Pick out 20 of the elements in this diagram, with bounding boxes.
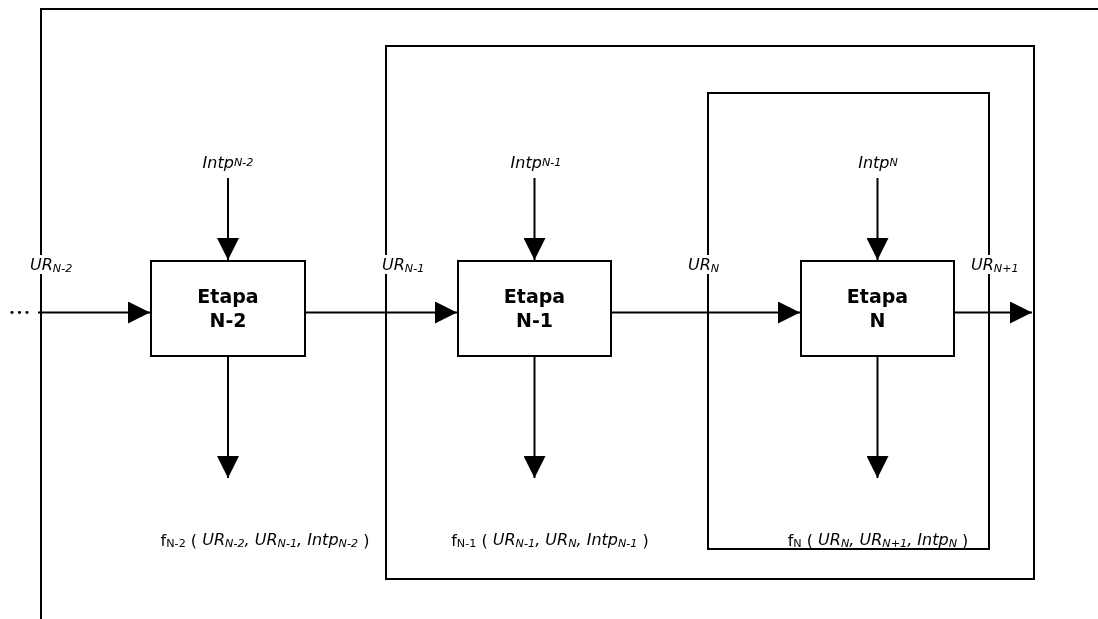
process-box: Etapa N-2 [150, 260, 306, 357]
arrow [37, 301, 151, 324]
arrow [217, 356, 239, 479]
arrow [523, 356, 546, 479]
arrow [523, 177, 546, 261]
output-label: f$_{N-2}$ ( UR$_{N-2}$, UR$_{N-1}$, Intp$_{N-2}$ ) [150, 478, 380, 554]
ellipsis-text: ••• [2, 300, 38, 324]
group-frame [385, 45, 1035, 580]
arrow [866, 356, 889, 479]
edge-label: UR$_{N-2}$ [28, 254, 75, 275]
arrow [611, 301, 801, 324]
arrow [954, 301, 1033, 324]
output-label: f$_{N}$ ( UR$_{N}$, UR$_{N+1}$, Intp$_{N}$ ) [770, 478, 986, 554]
arrow [866, 177, 889, 261]
arrow [305, 301, 458, 324]
output-label: f$_{N-1}$ ( UR$_{N-1}$, UR$_{N}$, Intp$_{N-1}$ ) [440, 478, 660, 554]
arrow [217, 177, 239, 261]
edge-label: UR$_{N}$ [686, 254, 722, 275]
process-box: Etapa N [800, 260, 955, 357]
process-box: Etapa N-1 [457, 260, 612, 357]
